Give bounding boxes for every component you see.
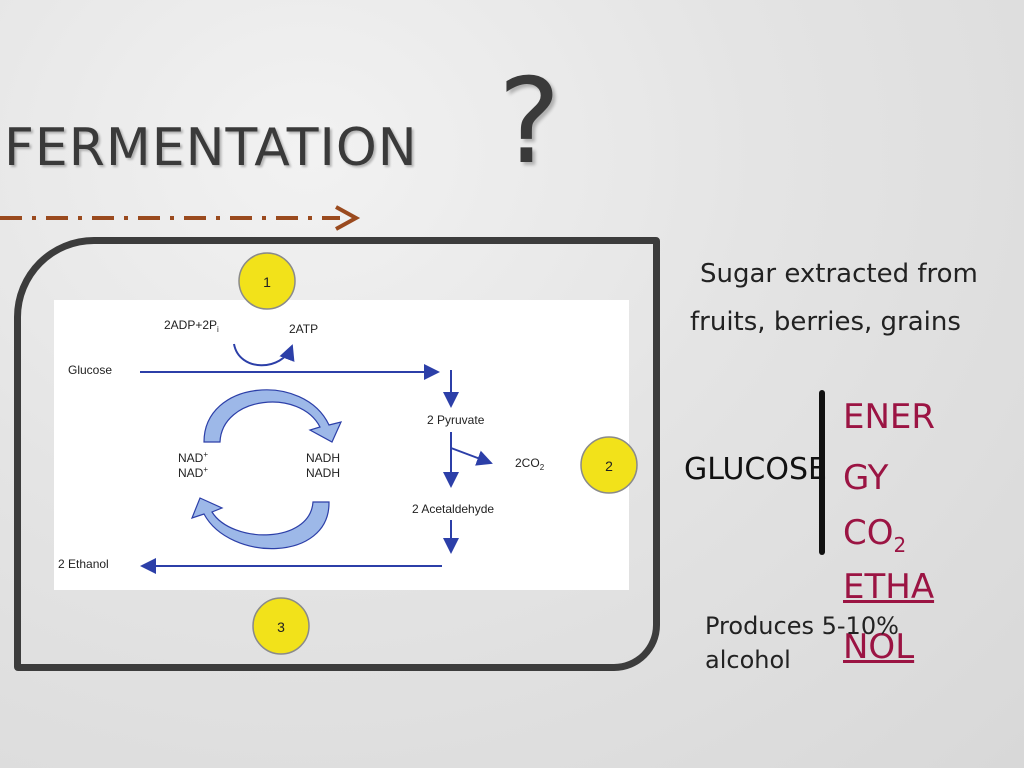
cell-outline — [14, 237, 660, 671]
svg-text:1: 1 — [263, 274, 271, 290]
step-3-marker: 3 — [252, 597, 310, 655]
slide-title: FERMENTATION — [4, 118, 418, 178]
glucose-label: Glucose — [68, 363, 112, 377]
co2-release-arrow — [450, 447, 493, 466]
nadh-to-nad-cycle-arrow — [190, 497, 330, 550]
fermentation-pathway-diagram: 2ADP+2Pi 2ATP Glucose 2 Pyruvate 2CO2 2 … — [54, 300, 629, 590]
product-ethanol-part1: ETHA — [843, 567, 935, 607]
step-1-marker: 1 — [238, 252, 296, 310]
source-line-1: Sugar extracted from — [700, 259, 978, 289]
alcohol-yield-line-2: alcohol — [705, 645, 791, 674]
products-bracket — [819, 390, 825, 555]
svg-text:2: 2 — [605, 458, 613, 474]
product-ethanol-part2: NOL — [843, 627, 915, 667]
source-line-2: fruits, berries, grains — [690, 307, 961, 337]
title-question-mark: ? — [498, 52, 561, 190]
nadh-label-2: NADH — [306, 466, 340, 480]
adp-label: 2ADP+2Pi — [164, 318, 219, 334]
nad-to-nadh-cycle-arrow — [203, 389, 343, 443]
product-energy-part1: ENER — [843, 397, 936, 437]
svg-text:3: 3 — [277, 619, 285, 635]
nadh-label-1: NADH — [306, 451, 340, 465]
atp-label: 2ATP — [289, 322, 318, 336]
co2-label: 2CO2 — [515, 456, 545, 472]
nad-label-2: NAD+ — [178, 465, 208, 480]
alcohol-yield-note: Produces 5-10% alcohol — [705, 610, 899, 677]
glucose-heading: GLUCOSE — [684, 452, 827, 487]
acetaldehyde-label: 2 Acetaldehyde — [412, 502, 494, 516]
product-energy-part2: GY — [843, 458, 889, 498]
dashed-arrow-divider — [0, 205, 361, 231]
pyruvate-label: 2 Pyruvate — [427, 413, 485, 427]
atp-curve-arrow — [233, 343, 295, 367]
step-2-marker: 2 — [580, 436, 638, 494]
product-co2: CO2 — [843, 513, 907, 557]
ethanol-label: 2 Ethanol — [58, 557, 109, 571]
alcohol-yield-line-1: Produces 5-10% — [705, 612, 899, 640]
nad-label-1: NAD+ — [178, 450, 208, 465]
